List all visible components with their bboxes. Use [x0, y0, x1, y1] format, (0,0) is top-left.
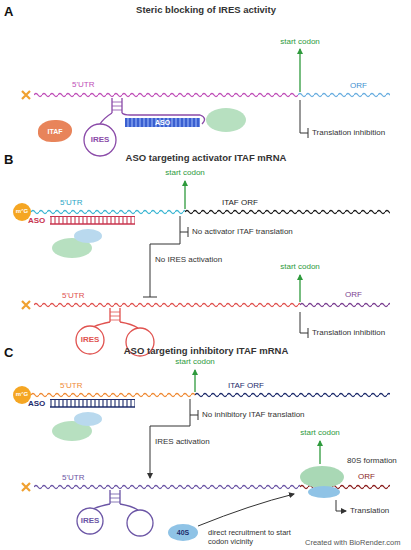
note-label: direct recruitment to start codon vicini… — [208, 528, 300, 546]
region-label: ORF — [350, 81, 367, 91]
structure-label: IRES — [91, 135, 110, 145]
structure-label: IRES — [81, 516, 100, 526]
itaf-protein: ITAF — [38, 120, 72, 142]
watermark: Created with BioRender.com — [305, 538, 400, 547]
cap-label: m⁷G — [16, 208, 28, 214]
panel-title: ASO targeting activator ITAF mRNA — [126, 152, 287, 163]
outcome-label: No activator ITAF translation — [192, 227, 293, 237]
node-text: ASO — [155, 119, 170, 126]
outcome-label: No inhibitory ITAF translation — [202, 410, 305, 420]
step-label: 80S formation — [347, 456, 397, 466]
outcome-label: Translation inhibition — [312, 328, 385, 338]
region-label: 5'UTR — [62, 291, 84, 301]
panel-letter: C — [4, 345, 13, 361]
codon-label: start codon — [175, 357, 215, 367]
region-label: 5'UTR — [60, 381, 82, 391]
outcome-label: No IRES activation — [155, 255, 222, 265]
codon-label: start codon — [280, 37, 320, 47]
panel-letter: A — [4, 4, 13, 20]
node-text: 40S — [177, 529, 189, 536]
outcome-label: IRES activation — [155, 437, 210, 447]
region-label: 5'UTR — [72, 80, 94, 90]
panel-letter: B — [4, 152, 13, 168]
panel-b-art — [13, 181, 390, 356]
aso-label: ASO — [28, 216, 45, 226]
codon-label: start codon — [300, 428, 340, 438]
cap-label: m⁷G — [16, 391, 28, 397]
region-label: ITAF ORF — [228, 381, 264, 391]
panel-a-art — [22, 49, 390, 156]
structure-label: IRES — [81, 335, 100, 345]
panel-c-art — [13, 370, 390, 536]
codon-label: start codon — [165, 168, 205, 178]
region-label: ITAF ORF — [222, 198, 258, 208]
panel-title: Steric blocking of IRES activity — [136, 4, 276, 15]
outcome-label: Translation inhibition — [312, 128, 385, 138]
ribosome-40s: 40S — [168, 524, 198, 541]
region-label: 5'UTR — [60, 198, 82, 208]
aso-oligo: ASO — [125, 118, 200, 127]
region-label: ORF — [345, 290, 362, 300]
region-label: 5'UTR — [62, 473, 84, 483]
node-text: ITAF — [47, 128, 62, 135]
outcome-label: Translation — [350, 506, 389, 516]
aso-label: ASO — [28, 399, 45, 409]
panel-title: ASO targeting inhibitory ITAF mRNA — [124, 345, 289, 356]
region-label: ORF — [358, 472, 375, 482]
codon-label: start codon — [280, 262, 320, 272]
